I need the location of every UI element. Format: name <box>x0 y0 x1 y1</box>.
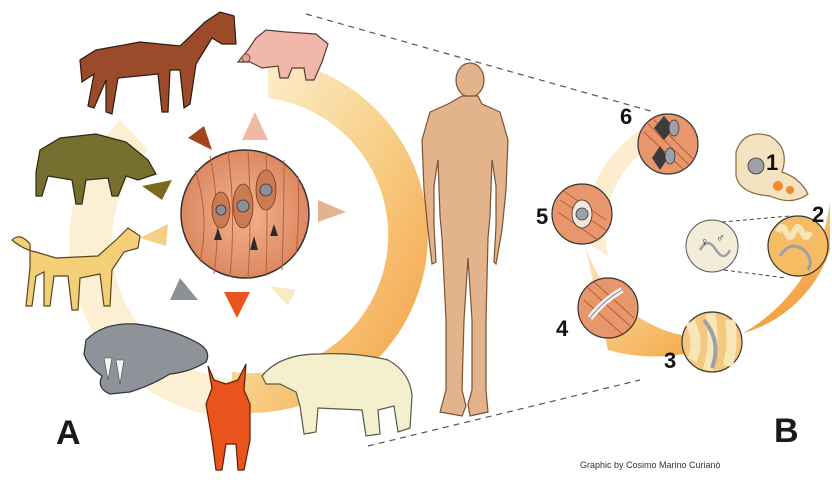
stage-2-label: 2 <box>812 202 824 227</box>
graphic-credit: Graphic by Cosimo Marino Curianò <box>580 460 721 470</box>
panel-a-label: A <box>56 414 81 452</box>
human-icon <box>422 63 508 416</box>
arrow-left-upper <box>142 180 172 200</box>
stage-5-label: 5 <box>536 204 548 229</box>
muscle-cyst-circle <box>181 150 309 278</box>
arrow-left-lower <box>140 224 168 246</box>
stage-3-circle <box>682 312 742 372</box>
arrow-right <box>318 200 346 222</box>
arrow-bottom <box>224 292 250 318</box>
arrow-bottom-left <box>170 278 198 300</box>
stage-6-circle <box>638 114 698 174</box>
stage-4-label: 4 <box>556 316 569 341</box>
arrow-top-left <box>188 126 212 150</box>
female-symbol: ♀ <box>700 235 709 249</box>
panel-b-label: B <box>774 412 799 450</box>
arrow-top <box>242 112 268 140</box>
adult-worms-inset: ♀ ♂ <box>686 220 738 272</box>
stage-6-label: 6 <box>620 104 632 129</box>
stage-4-circle <box>578 278 638 338</box>
arrow-bottom-right <box>270 286 296 306</box>
pig-icon <box>238 30 328 80</box>
stage-5-circle <box>552 184 612 244</box>
stage-1-label: 1 <box>766 150 778 175</box>
horse-icon <box>80 12 236 114</box>
stage-3-label: 3 <box>664 348 676 373</box>
male-symbol: ♂ <box>716 231 725 245</box>
